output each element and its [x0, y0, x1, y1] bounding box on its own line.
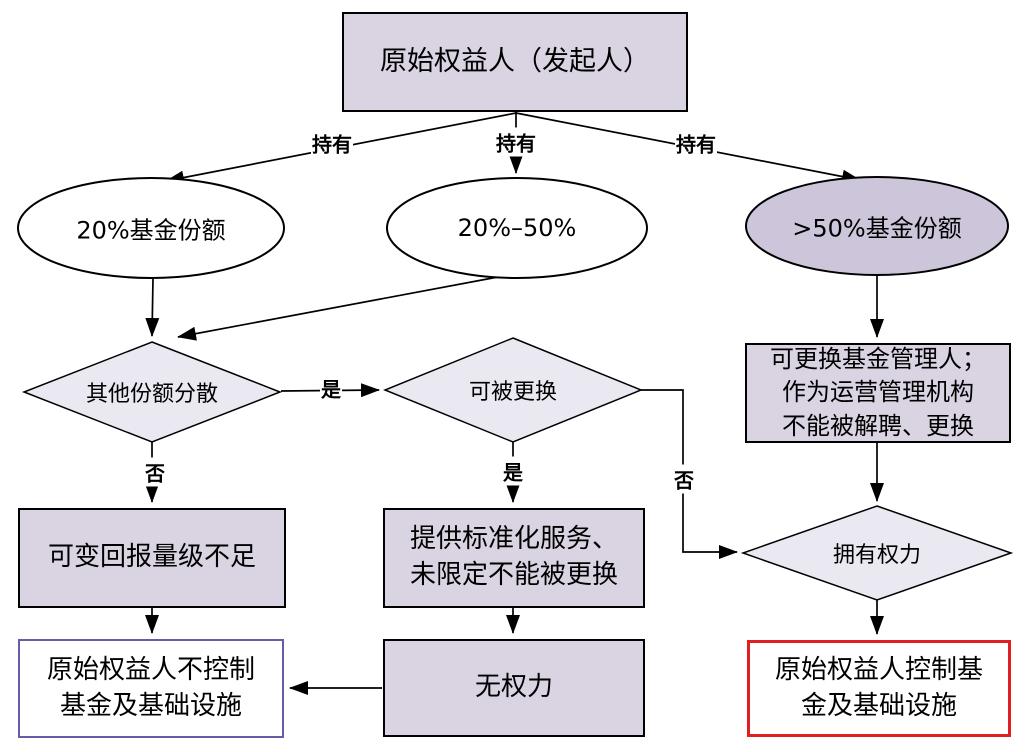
diamond-dispersed-label: 其他份额分散	[85, 382, 219, 407]
edge-20-50-to-dispersed	[177, 276, 499, 341]
node-manager-replaceable: 可更换基金管理人； 作为运营管理机构 不能被解聘、更换	[745, 343, 1011, 443]
node-not-control-conclusion: 原始权益人不控制 基金及基础设施	[18, 639, 284, 738]
diamond-dispersed-shape	[21, 341, 283, 443]
diamond-haspower-shape	[740, 505, 1014, 601]
node-no-power: 无权力	[383, 639, 645, 737]
ellipse-lt20-shape	[17, 177, 285, 279]
ellipse-lt20-label: 20%基金份额	[76, 216, 226, 245]
edge-label-hold-right: 持有	[675, 128, 717, 158]
diamond-replaceable-shape	[383, 337, 643, 443]
diamond-haspower-label: 拥有权力	[832, 543, 922, 568]
ellipse-gt50-shape	[745, 176, 1009, 276]
edge-label-no-replaceable: 否	[673, 464, 695, 494]
node-control-conclusion: 原始权益人控制基 金及基础设施	[747, 640, 1011, 737]
edge-lt20-to-dispersed	[145, 277, 160, 337]
edge-label-no-dispersed: 否	[144, 457, 166, 487]
ellipse-20-50-shape	[386, 177, 648, 279]
node-variable-return-insufficient: 可变回报量级不足	[18, 508, 286, 608]
node-standardized-service: 提供标准化服务、 未限定不能被更换	[383, 508, 645, 608]
edge-label-yes-dispersed: 是	[320, 373, 342, 403]
node-originator: 原始权益人（发起人）	[342, 12, 688, 112]
edge-label-yes-replaceable: 是	[502, 456, 524, 486]
diamond-replaceable-label: 可被更换	[468, 380, 558, 405]
edge-label-hold-middle: 持有	[495, 127, 537, 157]
ellipse-gt50-label: >50%基金份额	[792, 214, 962, 243]
edge-label-hold-left: 持有	[311, 128, 353, 158]
ellipse-20-50-label: 20%–50%	[457, 214, 577, 242]
